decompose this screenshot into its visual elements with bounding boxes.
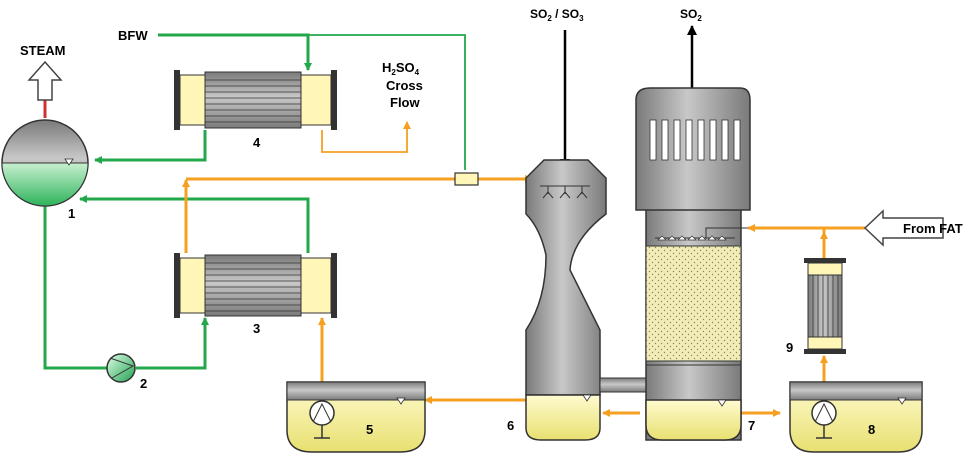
acid-cross-flow-label: H2SO4 <box>382 60 420 77</box>
acid-tank-5 <box>286 381 426 453</box>
steam-outlet-arrow <box>27 60 63 101</box>
so2-so3-inlet-label: SO2 / SO3 <box>530 7 584 23</box>
heat-exchanger-3 <box>174 253 337 318</box>
acid-lines <box>182 121 865 417</box>
tower-7 <box>635 87 751 441</box>
equipment-number-6: 6 <box>507 418 514 433</box>
drum-downcomer-line <box>43 205 108 370</box>
cross-flow-line <box>321 121 411 153</box>
equipment-number-7: 7 <box>748 418 755 433</box>
acid-cooler-9 <box>804 258 846 354</box>
econ-to-drum-line <box>94 130 207 164</box>
acid-cross-flow-line2: Cross <box>386 78 423 93</box>
acid-mixer <box>454 172 479 186</box>
equipment-number-8: 8 <box>868 422 875 437</box>
heat-exchanger-4 <box>174 70 337 130</box>
from-fat-arrow <box>863 209 944 247</box>
equipment-number-4: 4 <box>253 135 261 150</box>
bfw-branch-line <box>308 34 466 170</box>
so2-outlet-label: SO2 <box>680 7 702 23</box>
steam-drum <box>1 119 89 207</box>
bfw-label: BFW <box>118 28 148 43</box>
equipment-number-3: 3 <box>253 321 260 336</box>
steam-label: STEAM <box>20 43 66 58</box>
evap-return-line <box>79 195 310 253</box>
equipment-number-2: 2 <box>140 376 147 391</box>
duct-6-7 <box>599 377 647 393</box>
bfw-line <box>158 33 312 71</box>
acid-tank-8 <box>789 381 923 453</box>
water-lines <box>43 33 466 370</box>
from-fat-label: From FAT <box>903 221 963 236</box>
equipment-number-9: 9 <box>786 340 793 355</box>
pump-to-evap-line <box>136 317 209 370</box>
equipment-number-1: 1 <box>68 206 75 221</box>
bfw-pump-2 <box>106 353 136 383</box>
acid-cross-flow-line3: Flow <box>390 95 420 110</box>
equipment-number-5: 5 <box>366 422 373 437</box>
tower-6 <box>525 159 607 441</box>
